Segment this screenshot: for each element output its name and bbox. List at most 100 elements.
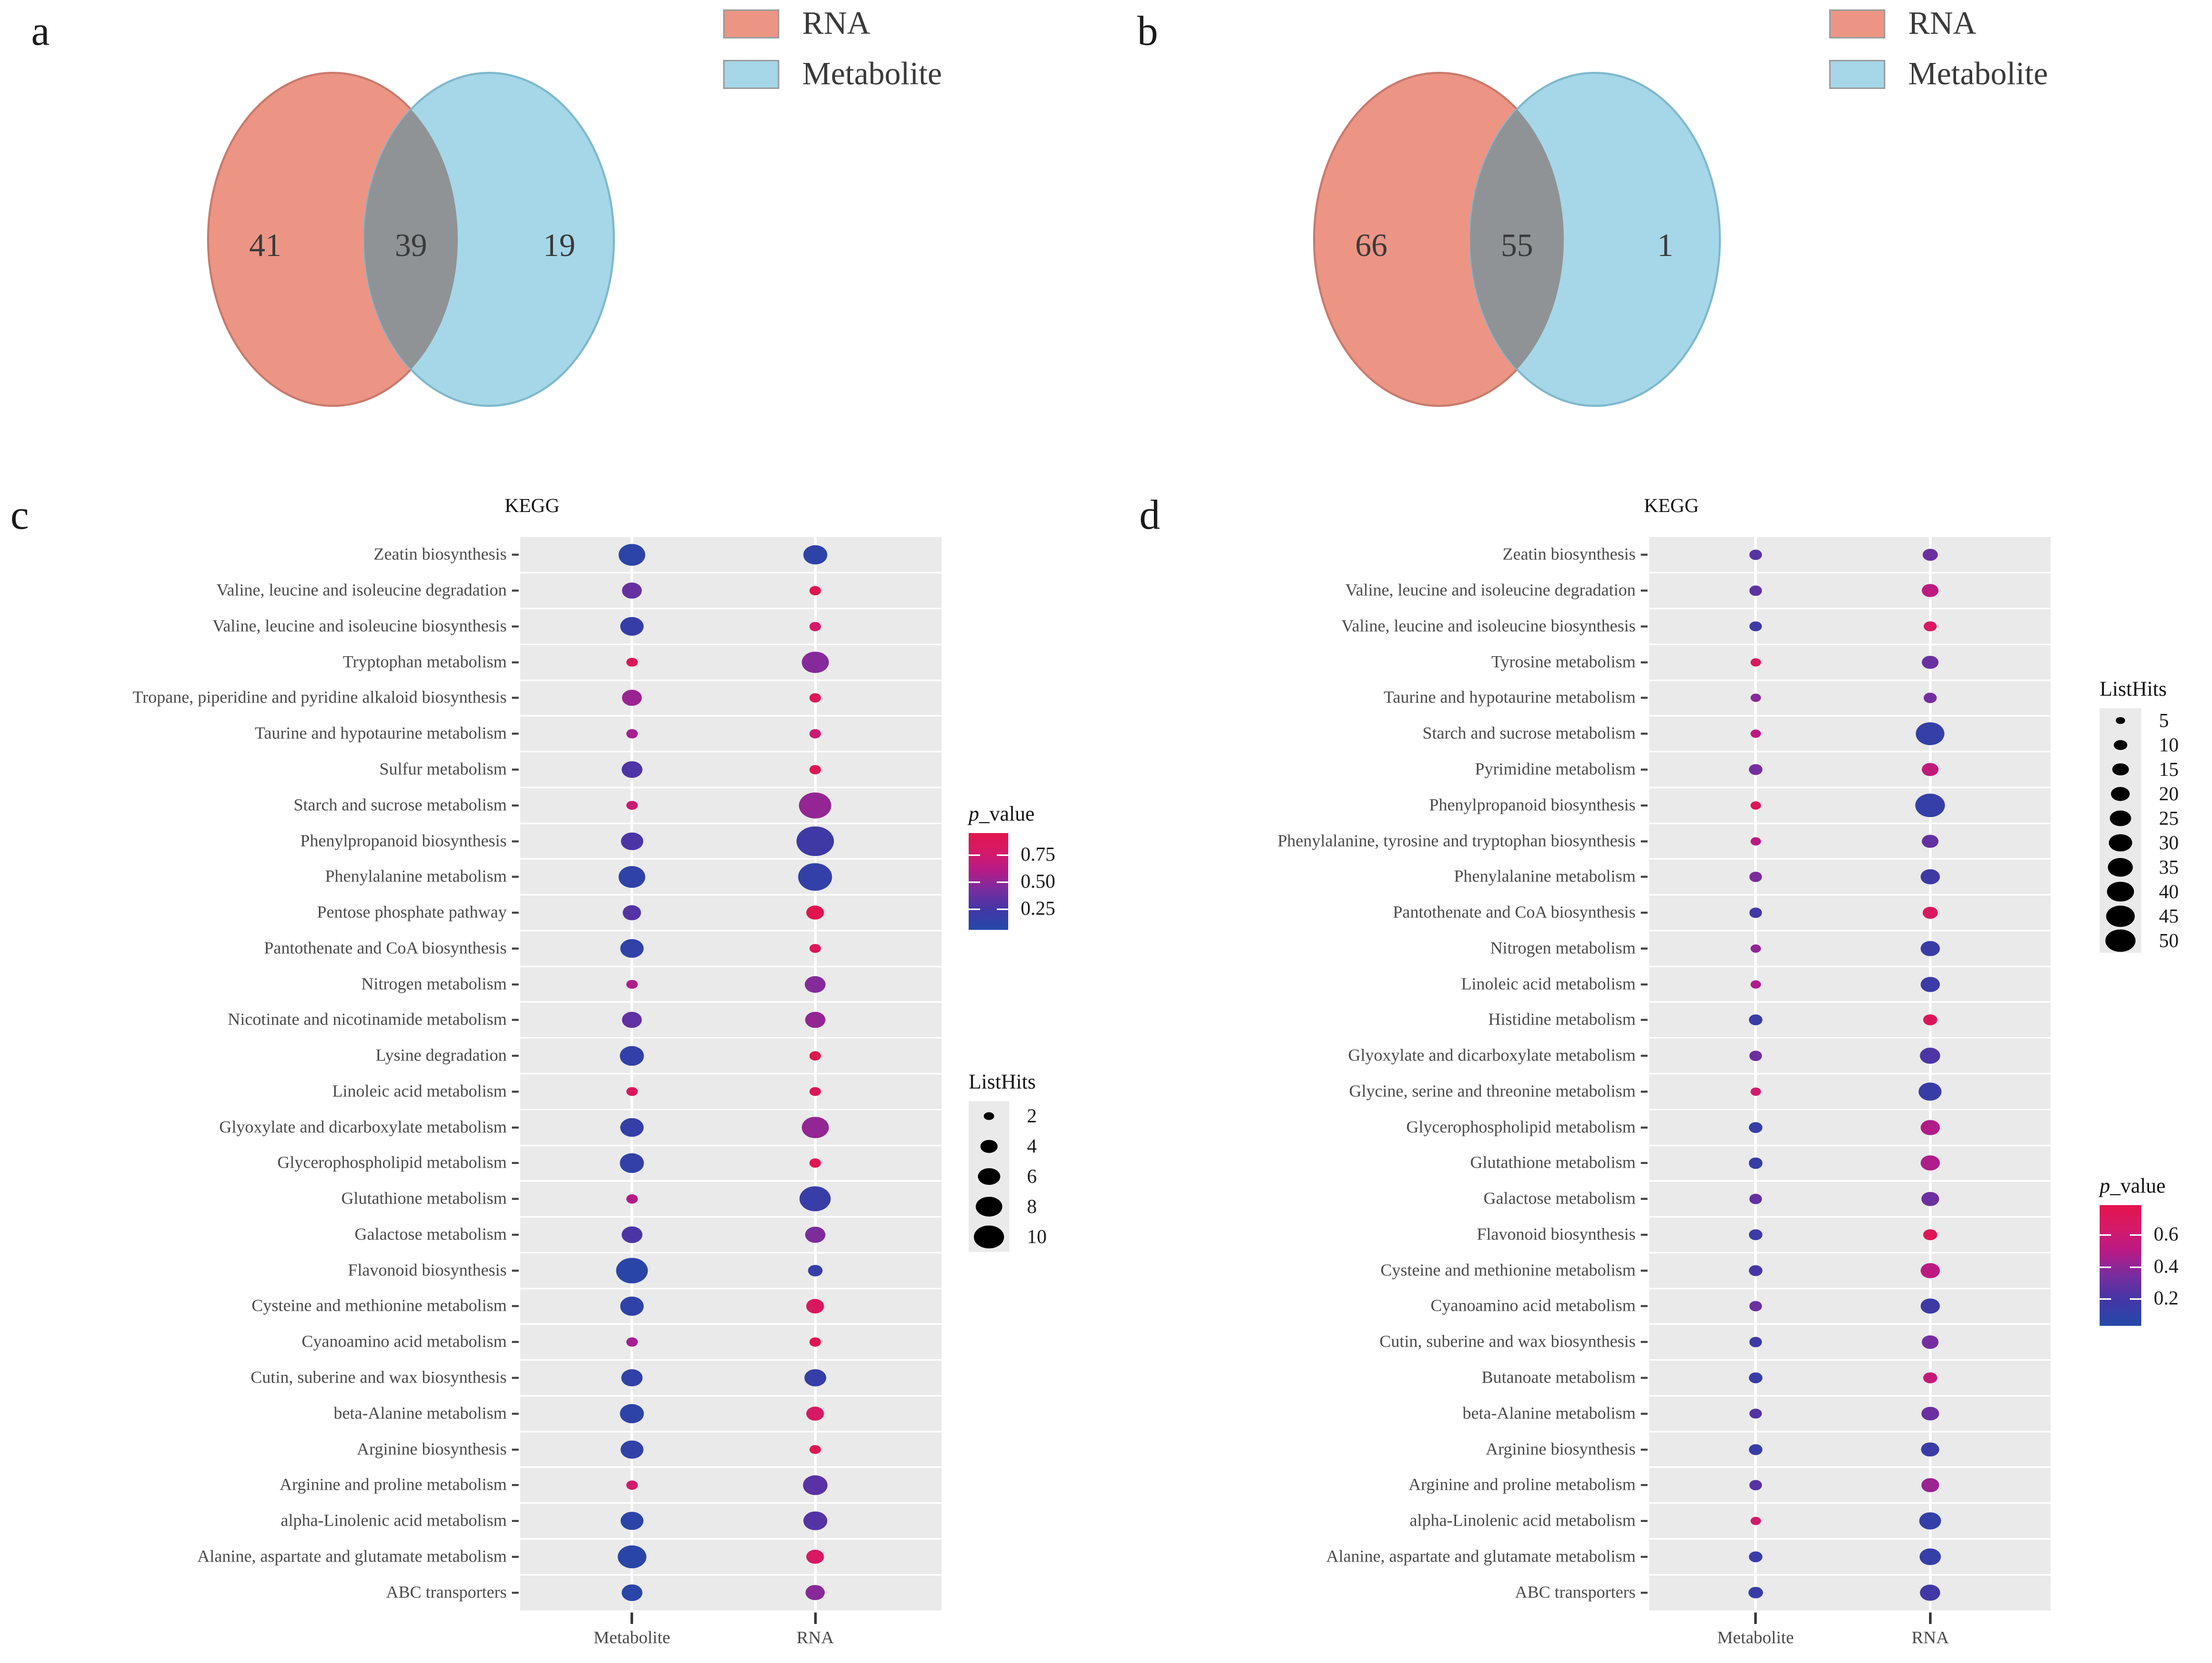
data-point (1748, 1265, 1763, 1276)
data-point (809, 1337, 821, 1347)
size-legend-label: 45 (2159, 905, 2179, 927)
grid-line-horizontal (1649, 1574, 2051, 1576)
data-point (618, 866, 646, 888)
size-legend-dot (2106, 905, 2135, 927)
venn-legend-a: RNA Metabolite (723, 5, 942, 106)
y-axis-label: Sulfur metabolism (379, 760, 507, 779)
y-axis-label: Glutathione metabolism (341, 1189, 507, 1208)
y-axis-label: Arginine and proline metabolism (279, 1475, 507, 1494)
data-point (1749, 549, 1762, 560)
y-axis-label: Cysteine and methionine metabolism (1380, 1261, 1636, 1280)
y-axis-tick (512, 625, 519, 628)
data-point (620, 1297, 644, 1316)
y-axis-tick (1641, 1591, 1648, 1594)
data-point (1921, 1192, 1939, 1206)
data-point (620, 1153, 645, 1173)
data-point (621, 761, 642, 778)
y-axis-tick (1641, 1198, 1648, 1200)
data-point (809, 1444, 821, 1454)
colorbar-tick (969, 854, 980, 856)
grid-line-horizontal (520, 1108, 942, 1110)
color-legend-title-suffix: _value (2110, 1174, 2166, 1197)
grid-line-horizontal (520, 1323, 942, 1325)
size-legend-label: 30 (2159, 832, 2179, 854)
grid-line-horizontal (1649, 1323, 2051, 1325)
data-point (809, 1051, 821, 1060)
y-axis-tick (512, 554, 519, 556)
y-axis-label: Pantothenate and CoA biosynthesis (1393, 903, 1636, 922)
y-axis-tick (1641, 1233, 1648, 1236)
grid-line-horizontal (1649, 1216, 2051, 1218)
data-point (1922, 763, 1939, 776)
size-legend-dot (978, 1168, 1000, 1185)
grid-line-horizontal (520, 1144, 942, 1146)
y-axis-tick (512, 1198, 519, 1200)
y-axis-label: alpha-Linolenic acid metabolism (280, 1511, 507, 1530)
y-axis-label: Flavonoid biosynthesis (1476, 1225, 1636, 1244)
y-axis-tick (512, 1448, 519, 1451)
panel-letter-d: d (1139, 492, 1160, 538)
y-axis-label: Valine, leucine and isoleucine biosynthe… (1341, 617, 1636, 636)
data-point (798, 863, 832, 891)
y-axis-label: Galactose metabolism (354, 1225, 507, 1244)
y-axis-tick (1641, 1555, 1648, 1558)
data-point (1749, 907, 1762, 918)
y-axis-label: Tyrosine metabolism (1491, 653, 1636, 672)
size-legend-dot (984, 1112, 994, 1120)
size-legend-dot (2107, 881, 2134, 902)
colorbar-tick-label: 0.75 (1021, 843, 1056, 866)
y-axis-label: Taurine and hypotaurine metabolism (254, 724, 507, 743)
size-legend-label: 10 (1027, 1226, 1047, 1248)
color-legend-title: p_value (969, 801, 1035, 826)
data-point (1920, 1047, 1940, 1064)
data-point (620, 617, 644, 636)
data-point (1749, 1409, 1762, 1419)
y-axis-tick (512, 590, 519, 592)
y-axis-tick (512, 1484, 519, 1487)
grid-line-horizontal (520, 751, 942, 753)
color-legend-title-p: p (2100, 1174, 2110, 1197)
data-point (626, 729, 638, 738)
data-point (1919, 1082, 1942, 1101)
data-point (622, 1012, 642, 1028)
data-point (620, 1404, 645, 1424)
size-legend-label: 50 (2159, 929, 2179, 952)
data-point (809, 1158, 821, 1168)
grid-line-horizontal (520, 929, 942, 931)
y-axis-label: Lysine degradation (375, 1046, 507, 1065)
size-legend-dot (975, 1196, 1002, 1217)
y-axis-tick (1641, 983, 1648, 986)
data-point (621, 1584, 642, 1601)
size-legend-label: 15 (2159, 758, 2179, 781)
size-legend-label: 20 (2159, 783, 2179, 805)
data-point (1749, 1301, 1762, 1312)
data-point (1750, 944, 1761, 953)
grid-line-horizontal (1649, 894, 2051, 896)
data-point (1750, 658, 1761, 667)
size-legend-label: 10 (2159, 734, 2179, 756)
venn-count-intersection: 55 (1501, 228, 1533, 263)
data-point (1750, 730, 1761, 738)
size-legend-dot (2114, 739, 2127, 750)
colorbar (2100, 1205, 2141, 1326)
y-axis-label: Glyoxylate and dicarboxylate metabolism (1348, 1046, 1636, 1065)
y-axis-tick (1641, 840, 1648, 842)
data-point (1748, 1014, 1763, 1026)
data-point (1921, 1442, 1939, 1457)
data-point (622, 689, 642, 706)
data-point (1921, 1298, 1940, 1314)
grid-line-horizontal (520, 608, 942, 610)
legend-label-rna: RNA (1908, 6, 1976, 41)
y-axis-label: Valine, leucine and isoleucine degradati… (1345, 581, 1636, 600)
data-point (1748, 764, 1763, 775)
grid-line-horizontal (1649, 1538, 2051, 1540)
grid-line-horizontal (520, 643, 942, 645)
y-axis-label: Cutin, suberine and wax biosynthesis (1379, 1332, 1636, 1351)
data-point (796, 826, 834, 856)
grid-line-horizontal (1649, 1073, 2051, 1074)
y-axis-tick (512, 1233, 519, 1236)
grid-line-horizontal (1649, 643, 2051, 645)
y-axis-tick (1641, 912, 1648, 914)
